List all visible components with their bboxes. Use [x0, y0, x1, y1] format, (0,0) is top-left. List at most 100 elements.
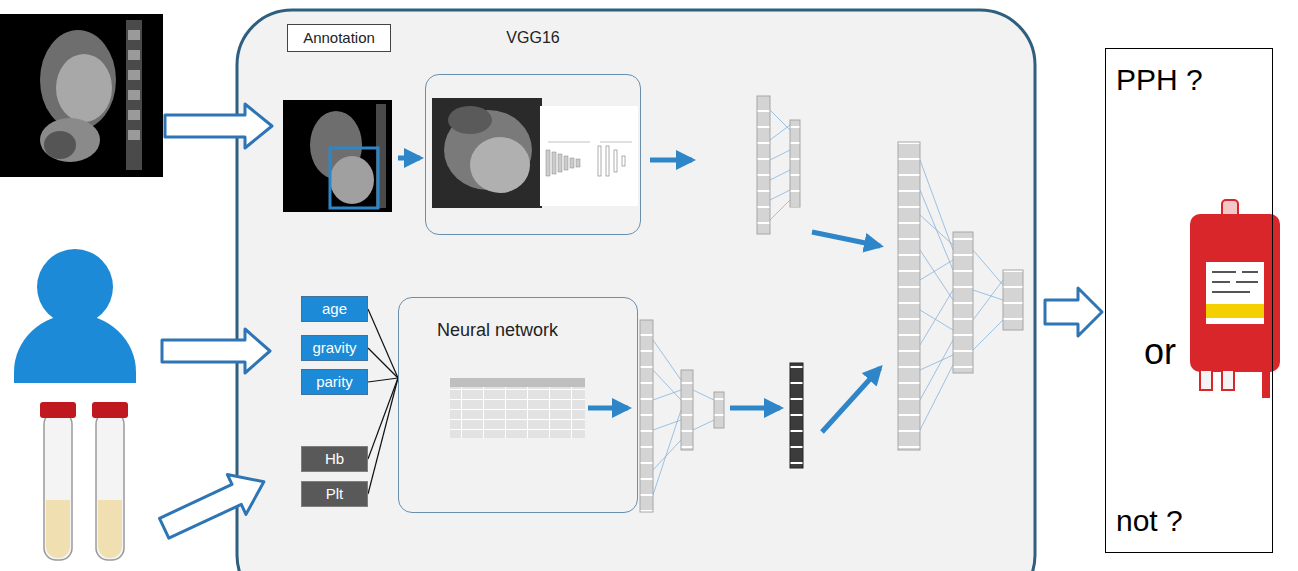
feature-box-text: age: [322, 300, 347, 317]
output-box: PPH ?ornot ?: [1105, 48, 1273, 553]
dense-layers-part-part: [920, 340, 953, 400]
hidden-layers-part: [714, 392, 724, 428]
flow-arrow-part: [822, 368, 880, 432]
blood-tubes-part: [96, 412, 124, 560]
connector-line: [368, 378, 398, 459]
flow-arrow-part: [398, 156, 420, 161]
model-panel: [237, 10, 1035, 571]
flow-arrow-part: [730, 406, 780, 411]
blood-tubes-part: [44, 412, 72, 560]
mri-image-part: [128, 130, 140, 140]
dense-layers-part-part: [973, 320, 1003, 350]
dense-layers-part-part: [973, 290, 1003, 300]
blood-bag-part: [1206, 262, 1264, 324]
output-box-text: or: [1144, 331, 1176, 372]
mri-image-part: [40, 118, 100, 162]
mri-image-part: [128, 70, 140, 80]
neural-network-block-text: Neural network: [437, 320, 558, 341]
feature-box: parity: [301, 369, 368, 395]
hidden-layers-part: [653, 340, 714, 495]
blood-bag-part-part: [1242, 271, 1258, 273]
blood-bag-part: [1212, 272, 1258, 292]
dense-layers-part: [953, 232, 973, 373]
feature-vector-part-part: [770, 150, 790, 160]
feature-box-text: Hb: [325, 450, 344, 467]
vgg16-schematic-part: [576, 159, 580, 167]
dense-layers-part-part: [920, 365, 953, 430]
annotated-image-part: [330, 148, 378, 208]
cropped-image: [432, 98, 542, 208]
blood-bag-part-part: [1212, 271, 1236, 273]
vgg16-block-text: VGG16: [426, 29, 640, 47]
flow-arrow-part: [812, 232, 880, 246]
dense-layers-part-part: [920, 290, 953, 345]
patient-icon: [14, 249, 136, 383]
hidden-layers-part-part: [653, 440, 681, 470]
dense-layers-part-part: [920, 215, 953, 245]
feature-box: age: [301, 296, 368, 322]
mri-image-part: [128, 50, 140, 60]
blood-tubes-part: [46, 500, 70, 558]
feature-box-text: gravity: [312, 339, 356, 356]
input-arrow: [162, 329, 270, 373]
dense-layers-part: [920, 160, 1003, 430]
hidden-layers-part: [681, 370, 693, 450]
patient-icon-part: [14, 314, 136, 383]
output-arrow-part: [1045, 288, 1102, 336]
dense-layers-part-part: [973, 250, 1003, 285]
dense-layers-part-part: [920, 355, 953, 370]
mri-image-part: [126, 20, 142, 170]
mri-image-part: [0, 14, 163, 177]
feature-vector-part: [770, 110, 790, 220]
blood-tubes: [40, 402, 128, 560]
feature-vector-part: [790, 120, 800, 207]
feature-box-text: parity: [316, 373, 353, 390]
output-ground: [1105, 48, 1273, 553]
vgg16-schematic-part: [552, 152, 556, 174]
hidden-layers-part-part: [653, 390, 681, 400]
vgg16-schematic-part: [622, 156, 625, 166]
blood-bag-part: [1190, 214, 1280, 372]
blood-bag-part: [1222, 370, 1234, 390]
hidden-layers: [640, 320, 724, 512]
vgg16-schematic-part: [564, 156, 568, 170]
cropped-image-part: [448, 106, 492, 134]
input-table-part: [450, 378, 585, 387]
blood-bag-part-part: [1236, 281, 1258, 283]
vgg16-schematic-part: [558, 154, 562, 172]
output-box-text: PPH ?: [1116, 63, 1203, 98]
annotated-image: [283, 100, 392, 212]
feature-vector-part-part: [770, 170, 790, 180]
dense-layers-part-part: [920, 160, 953, 250]
vgg16-schematic-part: [614, 150, 617, 172]
hidden-layers-part-part: [653, 370, 681, 400]
flow-arrow-part: [650, 158, 692, 163]
hidden-layers-part: [640, 320, 653, 512]
cropped-image-part: [432, 98, 542, 208]
mri-image-part: [128, 30, 140, 40]
vgg16-schematic-part: [600, 142, 632, 143]
feature-box: gravity: [301, 335, 368, 361]
feature-vector: [757, 96, 800, 234]
blood-tubes-part: [92, 402, 128, 418]
dense-layers-part: [1003, 270, 1023, 330]
output-ground-part: [1105, 48, 1273, 553]
hidden-layers-part-part: [693, 390, 714, 400]
vgg16-schematic-part: [548, 142, 590, 143]
mri-image-part: [40, 30, 116, 130]
input-table-part: [450, 378, 585, 438]
vgg16-schematic: [540, 106, 638, 206]
model-panel-part: [237, 10, 1035, 571]
dense-layers: [898, 142, 1023, 450]
mri-image-part: [128, 90, 140, 100]
vgg16-schematic-part: [570, 158, 574, 168]
dense-layers-part-part: [920, 260, 953, 280]
mri-image-part: [56, 54, 112, 122]
blood-tubes-part: [98, 500, 122, 558]
dense-layers-part-part: [920, 250, 953, 300]
blood-bag: [1190, 200, 1280, 398]
feature-vector-part-part: [770, 200, 790, 220]
hidden-layers-part-part: [653, 410, 681, 495]
dense-layers-part-part: [920, 310, 953, 330]
